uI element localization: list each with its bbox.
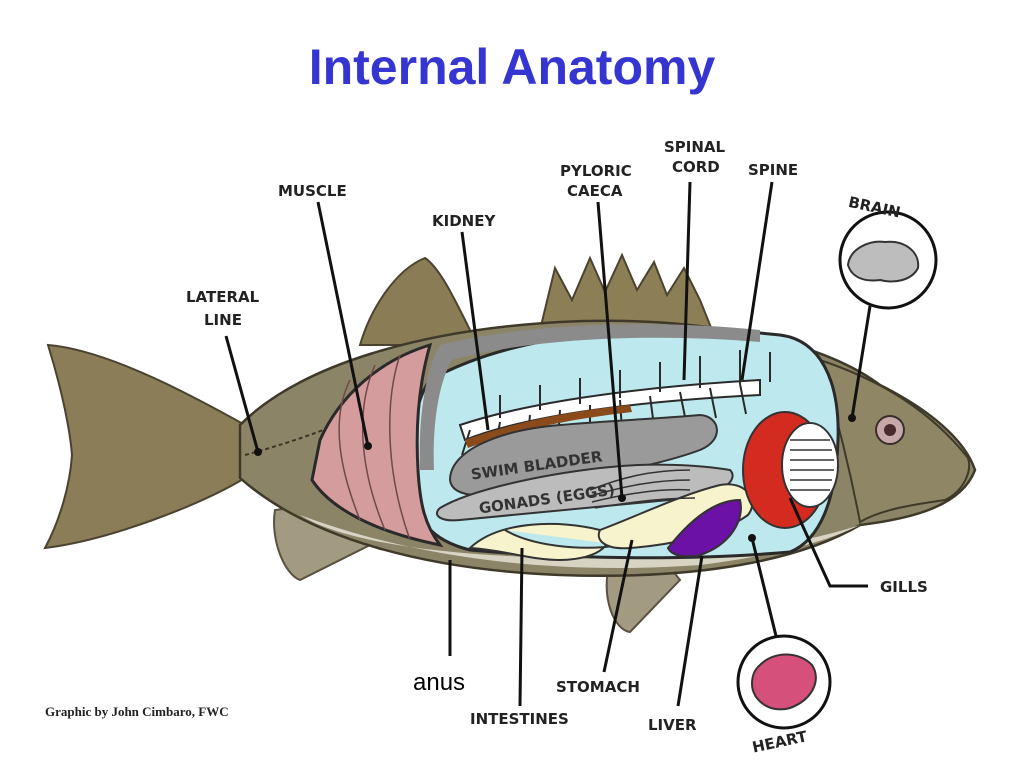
spine [458,378,761,442]
label-anus: anus [413,669,466,696]
spine-leader [740,181,774,381]
gills-leader [788,497,868,588]
dorsal-fin-soft [358,256,471,346]
label-intestines: INTESTINES [470,710,569,728]
kidney [465,405,632,448]
heart-leader [750,537,778,637]
stomach-leader [602,539,634,673]
label-stomach: STOMACH [556,678,640,696]
kidney-leader [460,231,490,431]
stomach [597,483,754,550]
fish-pupil [884,424,896,436]
liver-leader [676,555,704,707]
dorsal-fin-spiny [538,252,714,331]
label-kidney: KIDNEY [432,212,496,230]
pyloric-caeca [589,469,696,509]
leader-dots [254,414,856,542]
label-spine: SPINE [748,161,798,179]
label-muscle: MUSCLE [278,182,347,200]
liver [666,498,742,558]
label-pyloric-caeca-line1: PYLORIC [560,162,632,180]
muscle-leader [316,201,370,447]
label-pyloric-caeca-line2: CAECA [567,182,623,200]
peritoneum [419,324,760,470]
gill-filaments [790,439,834,491]
label-heart: HEART [751,727,810,756]
label-liver: LIVER [648,716,697,734]
spinal-cord-leader [682,181,692,381]
gill-arches [781,422,839,508]
pyloric-caeca-leader [596,201,624,499]
label-spinal-cord-line2: CORD [672,158,720,176]
heart-illustration [750,653,817,711]
label-lateral-line-line1: LATERAL [186,288,260,306]
brain-leader [850,305,872,419]
intestines-leader [518,547,524,707]
graphic-credit: Graphic by John Cimbaro, FWC [45,704,229,719]
brain-illustration [846,240,920,283]
label-spinal-cord-line1: SPINAL [664,138,726,156]
tail-fin [43,343,246,550]
muscle-lines [338,354,411,541]
label-lateral-line-line2: LINE [204,311,242,329]
lateral-line-leader [224,335,260,453]
page-title: Internal Anatomy [308,39,716,95]
label-gills: GILLS [880,578,928,596]
muscle [310,342,444,548]
